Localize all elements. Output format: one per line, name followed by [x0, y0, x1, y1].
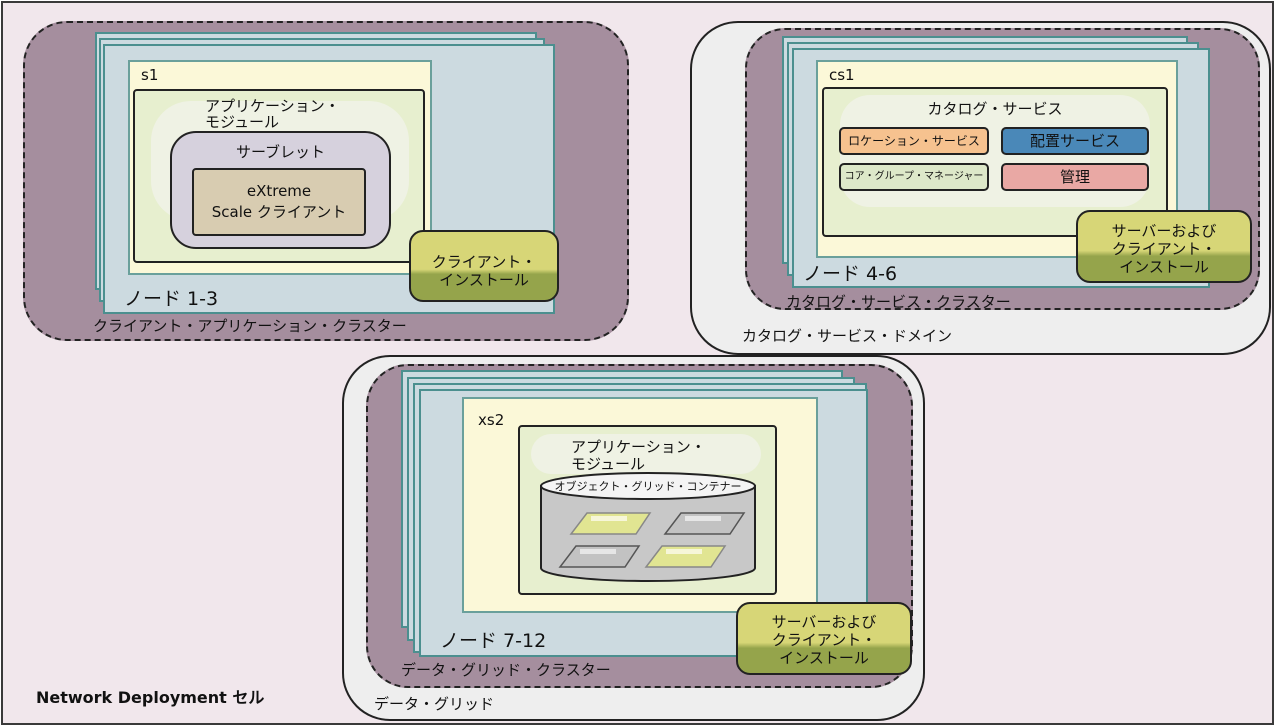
- grid-shard-3: [558, 545, 641, 568]
- client-label-2: Scale クライアント: [211, 203, 347, 221]
- core-group-manager: コア・グループ・マネージャー: [839, 163, 989, 191]
- client-cluster-label: クライアント・アプリケーション・クラスター: [93, 317, 407, 335]
- placement-service: 配置サービス: [1001, 127, 1149, 155]
- client-install-label-2: インストール: [439, 271, 529, 289]
- object-grid-container: [540, 472, 756, 582]
- data-grid-install-label-1: サーバーおよび: [771, 613, 877, 631]
- network-deployment-cell-label: Network Deployment セル: [36, 688, 265, 707]
- server-s1-label: s1: [141, 66, 159, 84]
- data-grid-install-label-2: クライアント・: [771, 631, 877, 649]
- node-4-6-label: ノード 4-6: [803, 263, 898, 285]
- application-module-label-1: アプリケーション・: [205, 97, 340, 115]
- node-7-12-label: ノード 7-12: [440, 630, 547, 652]
- catalog-install-label-3: インストール: [1119, 258, 1209, 276]
- data-grid-module-label-1: アプリケーション・: [571, 438, 706, 456]
- node-1-3-label: ノード 1-3: [124, 288, 219, 310]
- data-grid-cluster-label: データ・グリッド・クラスター: [401, 661, 611, 679]
- client-install-label-1: クライアント・: [431, 253, 537, 271]
- grid-shard-4: [644, 545, 727, 568]
- grid-shard-1: [569, 512, 652, 535]
- catalog-install: [1076, 210, 1252, 283]
- grid-shard-2: [663, 512, 746, 535]
- object-grid-container-label: オブジェクト・グリッド・コンテナー: [554, 480, 742, 493]
- server-xs2-label: xs2: [478, 411, 505, 429]
- data-grid-domain-label: データ・グリッド: [374, 695, 495, 713]
- catalog-install-label-1: サーバーおよび: [1111, 222, 1217, 240]
- admin-service: 管理: [1001, 163, 1149, 191]
- catalog-cluster-label: カタログ・サービス・クラスター: [786, 293, 1011, 311]
- location-service: ロケーション・サービス: [839, 127, 989, 155]
- data-grid-module-highlight: [531, 434, 761, 474]
- data-grid-install: [736, 602, 912, 675]
- application-module-label-2: モジュール: [205, 113, 279, 131]
- extreme-scale-client: [192, 168, 366, 236]
- catalog-domain-label: カタログ・サービス・ドメイン: [742, 327, 953, 345]
- data-grid-module-label-2: モジュール: [571, 455, 645, 473]
- client-label-1: eXtreme: [246, 182, 312, 200]
- client-install: [409, 230, 559, 302]
- catalog-service-title: カタログ・サービス: [927, 100, 1063, 118]
- catalog-install-label-2: クライアント・: [1111, 240, 1217, 258]
- servlet-label: サーブレット: [235, 143, 326, 161]
- server-cs1-label: cs1: [829, 66, 855, 84]
- data-grid-install-label-3: インストール: [779, 649, 869, 667]
